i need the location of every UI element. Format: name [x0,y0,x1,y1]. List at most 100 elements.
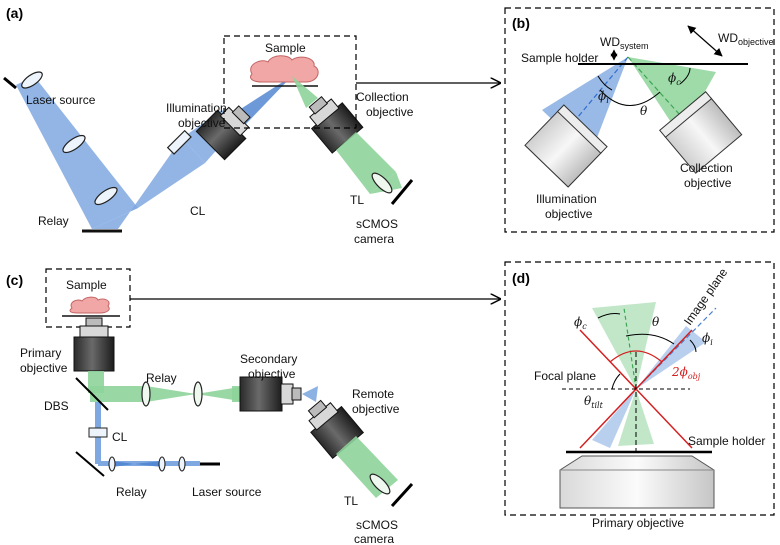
label-sample-holder-b: Sample holder [521,51,598,65]
illumination-focus-a [236,76,292,124]
label-sample-c: Sample [66,278,107,292]
tube-lens-a [371,172,393,194]
relay-lens-c-5 [178,456,186,472]
panel-a: (a) [3,5,500,246]
label-illumination-objective-b-1: Illumination [536,192,597,206]
theta-arc-b [599,89,661,106]
label-wd-objective: WDobjective [718,31,774,47]
phi-c-arc-d [597,313,621,319]
label-phi-c-b: ϕc [668,71,681,87]
label-theta-d: θ [652,315,660,329]
phi-i-arc-b [597,75,613,91]
label-secondary-objective-1: Secondary [240,352,297,366]
label-collection-objective-a-1: Collection [356,90,409,104]
label-primary-objective-d: Primary objective [592,516,684,530]
label-theta-tilt: θtilt [584,394,604,410]
label-phi-i-b: ϕi [598,89,609,105]
label-wd-system: WDsystem [600,35,649,51]
dichroic-beam-splitter [75,377,109,411]
two-phi-obj-arc [609,350,663,363]
label-relay-a: Relay [38,214,69,228]
panel-b-frame [504,7,775,233]
label-tl-a: TL [350,193,364,207]
label-phi-i-d: ϕi [702,331,713,347]
sample-box-a [223,35,357,129]
panel-a-tag: (a) [6,5,23,21]
label-collection-objective-a-2: objective [366,105,414,119]
label-primary-objective-c-1: Primary [20,346,61,360]
relay-lens-c-2 [193,381,203,407]
mirror-c [75,451,105,477]
label-remote-objective-2: objective [352,402,400,416]
label-focal-plane: Focal plane [534,369,596,383]
collection-cone-b [628,57,716,136]
lens-a-3 [94,186,118,206]
tube-lens-c [369,473,391,495]
label-primary-objective-c-2: objective [20,361,68,375]
relay-lens-c-3 [108,456,116,472]
label-phi-c-d: ϕc [574,315,587,331]
wd-objective-arrow [687,25,723,57]
panel-c-tag: (c) [6,272,23,288]
collection-objective-b [659,91,743,174]
relay-lens-c-4 [158,456,166,472]
cylindrical-lens-a [166,129,192,155]
label-illumination-objective-a-1: Illumination [166,101,227,115]
theta-tilt-arc [611,373,621,390]
label-camera-c-1: sCMOS [356,518,398,532]
panel-b: (b) Sample holder WDsystem WDobjective ϕ [504,7,775,233]
label-collection-objective-b-2: objective [684,176,732,190]
collection-cone-d [592,302,656,389]
label-cl-c: CL [112,430,128,444]
lens-a-1 [21,71,43,89]
label-relay-c-top: Relay [146,371,177,385]
label-illumination-objective-b-2: objective [545,207,593,221]
collection-focus-a [292,76,318,108]
label-sample-holder-d: Sample holder [688,434,765,448]
label-laser-source-c: Laser source [192,485,262,499]
lens-a-2 [62,134,86,154]
label-theta-b: θ [640,104,648,118]
label-illumination-objective-a-2: objective [178,116,226,130]
green-beam-to-secondary [232,386,242,402]
green-beam-horizontal-c [90,386,146,402]
label-dbs: DBS [44,399,69,413]
panel-d: (d) ϕc θ Image plane ϕi 2ϕobj Focal plan… [504,261,775,530]
blue-relay-c [112,461,162,467]
illumination-cone-d-lower [592,389,636,448]
illumination-objective-a [195,105,251,161]
relay-lens-c-1 [141,381,151,407]
theta-arc-d [625,333,675,345]
primary-objective-d [559,455,715,509]
panel-d-frame [504,261,775,516]
label-remote-objective-1: Remote [352,387,394,401]
phi-i-arc-d [689,339,697,353]
label-secondary-objective-2: objective [248,367,296,381]
phi-c-arc-b [679,67,691,85]
label-sample-a: Sample [265,41,306,55]
label-cl-a: CL [190,204,206,218]
label-camera-a-2: camera [354,232,394,246]
remote-objective-c [307,399,365,460]
sample-blob-a [249,55,319,83]
label-relay-c-bottom: Relay [116,485,147,499]
label-tl-c: TL [344,494,358,508]
sample-blob-c [69,296,110,314]
secondary-objective-c [239,376,302,412]
panel-d-tag: (d) [512,270,530,286]
label-laser-source-a: Laser source [26,93,96,107]
illumination-beam-a-2 [92,138,205,229]
panel-c: (c) [6,268,500,545]
illumination-cone-d [636,326,706,389]
label-camera-c-2: camera [354,532,394,545]
illumination-objective-b [524,104,608,188]
label-camera-a-1: sCMOS [356,217,398,231]
intermediate-focus-c [302,386,318,402]
panel-b-tag: (b) [512,15,530,31]
cylindrical-lens-c [88,427,108,438]
camera-sensor-c [390,482,414,508]
primary-objective-c [73,317,115,372]
camera-sensor-a [390,179,414,205]
label-two-phi-obj: 2ϕobj [671,365,701,381]
